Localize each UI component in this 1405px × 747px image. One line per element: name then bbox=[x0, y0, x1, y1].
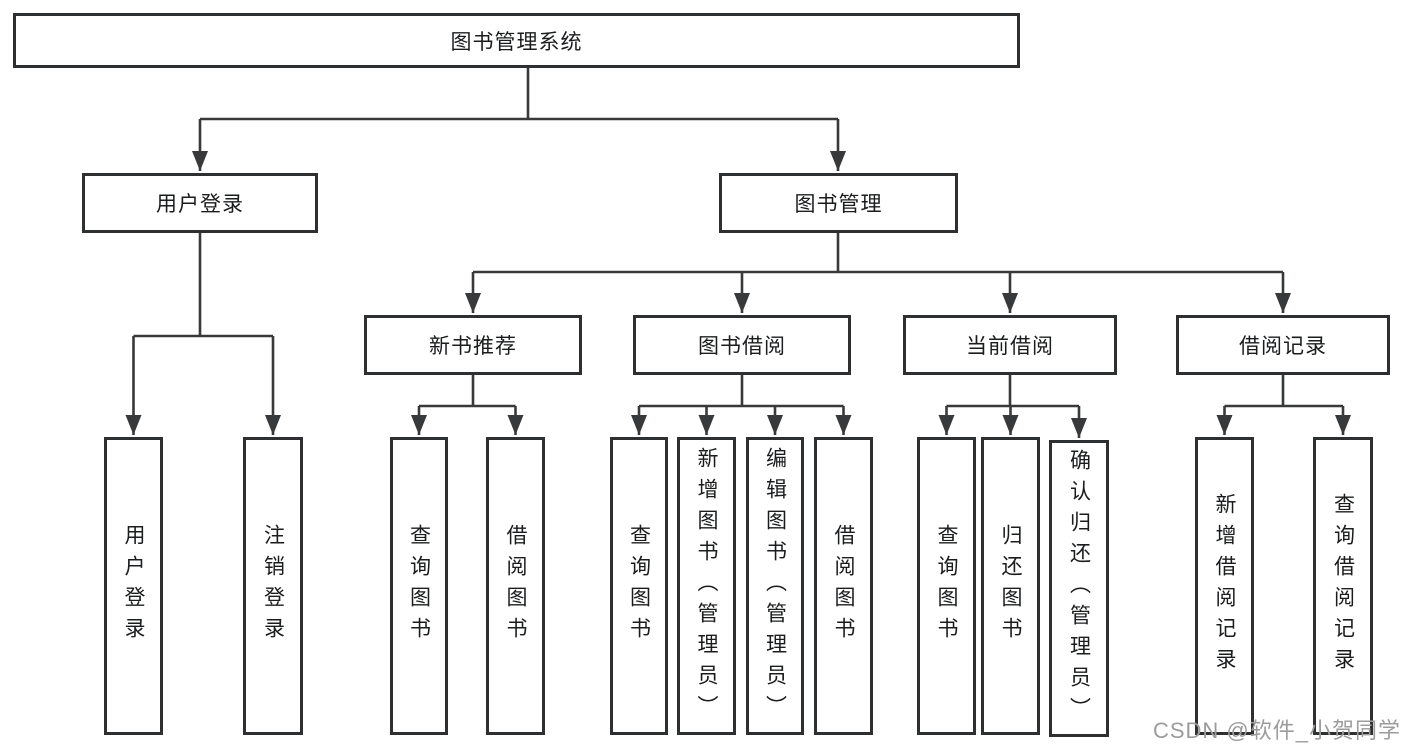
leaf-nbr-query-books: 查询图书 bbox=[390, 437, 448, 735]
leaf-br-query-record: 查询借阅记录 bbox=[1313, 437, 1373, 735]
leaf-bb-borrow-books: 借阅图书 bbox=[814, 437, 873, 735]
node-root: 图书管理系统 bbox=[13, 13, 1020, 68]
node-new-book-recommendation-label: 新书推荐 bbox=[429, 335, 517, 358]
node-book-borrowing-label: 图书借阅 bbox=[698, 335, 786, 358]
leaf-bb-query-books-label: 查询图书 bbox=[627, 524, 651, 648]
node-user-login-label: 用户登录 bbox=[156, 193, 244, 216]
leaf-nbr-borrow-books-label: 借阅图书 bbox=[504, 524, 527, 648]
leaf-br-add-record: 新增借阅记录 bbox=[1195, 437, 1254, 735]
leaf-bb-add-book-admin: 新增图书（管理员） bbox=[677, 437, 736, 735]
leaf-br-query-record-label: 查询借阅记录 bbox=[1331, 493, 1355, 679]
leaf-cb-return-books-label: 归还图书 bbox=[999, 524, 1022, 648]
node-new-book-recommendation: 新书推荐 bbox=[364, 315, 582, 375]
leaf-nbr-query-books-label: 查询图书 bbox=[407, 524, 431, 648]
leaf-cb-confirm-return-admin-label: 确认归还（管理员） bbox=[1067, 449, 1091, 728]
leaf-bb-add-book-admin-label: 新增图书（管理员） bbox=[695, 446, 718, 726]
leaf-bb-borrow-books-label: 借阅图书 bbox=[832, 524, 855, 648]
node-root-label: 图书管理系统 bbox=[450, 30, 583, 54]
node-book-borrowing: 图书借阅 bbox=[633, 315, 851, 375]
node-book-management: 图书管理 bbox=[719, 173, 958, 233]
leaf-br-add-record-label: 新增借阅记录 bbox=[1213, 493, 1236, 679]
leaf-nbr-borrow-books: 借阅图书 bbox=[486, 437, 545, 735]
leaf-logout: 注销登录 bbox=[243, 437, 303, 735]
leaf-bb-edit-book-admin: 编辑图书（管理员） bbox=[746, 437, 804, 735]
csdn-watermark: CSDN @软件_小贺同学 bbox=[1152, 718, 1401, 743]
leaf-cb-query-books: 查询图书 bbox=[917, 437, 976, 735]
leaf-bb-edit-book-admin-label: 编辑图书（管理员） bbox=[763, 446, 787, 726]
leaf-user-login-label: 用户登录 bbox=[122, 524, 145, 648]
leaf-bb-query-books: 查询图书 bbox=[610, 437, 668, 735]
node-book-management-label: 图书管理 bbox=[794, 193, 883, 216]
node-user-login: 用户登录 bbox=[82, 173, 318, 233]
leaf-user-login: 用户登录 bbox=[104, 437, 163, 735]
leaf-cb-query-books-label: 查询图书 bbox=[935, 524, 958, 648]
node-borrowing-records-label: 借阅记录 bbox=[1239, 335, 1327, 358]
leaf-logout-label: 注销登录 bbox=[261, 524, 285, 648]
node-current-borrowing: 当前借阅 bbox=[903, 315, 1117, 375]
leaf-cb-confirm-return-admin: 确认归还（管理员） bbox=[1049, 440, 1109, 737]
leaf-cb-return-books: 归还图书 bbox=[981, 437, 1040, 735]
node-current-borrowing-label: 当前借阅 bbox=[966, 335, 1054, 358]
node-borrowing-records: 借阅记录 bbox=[1176, 315, 1390, 375]
